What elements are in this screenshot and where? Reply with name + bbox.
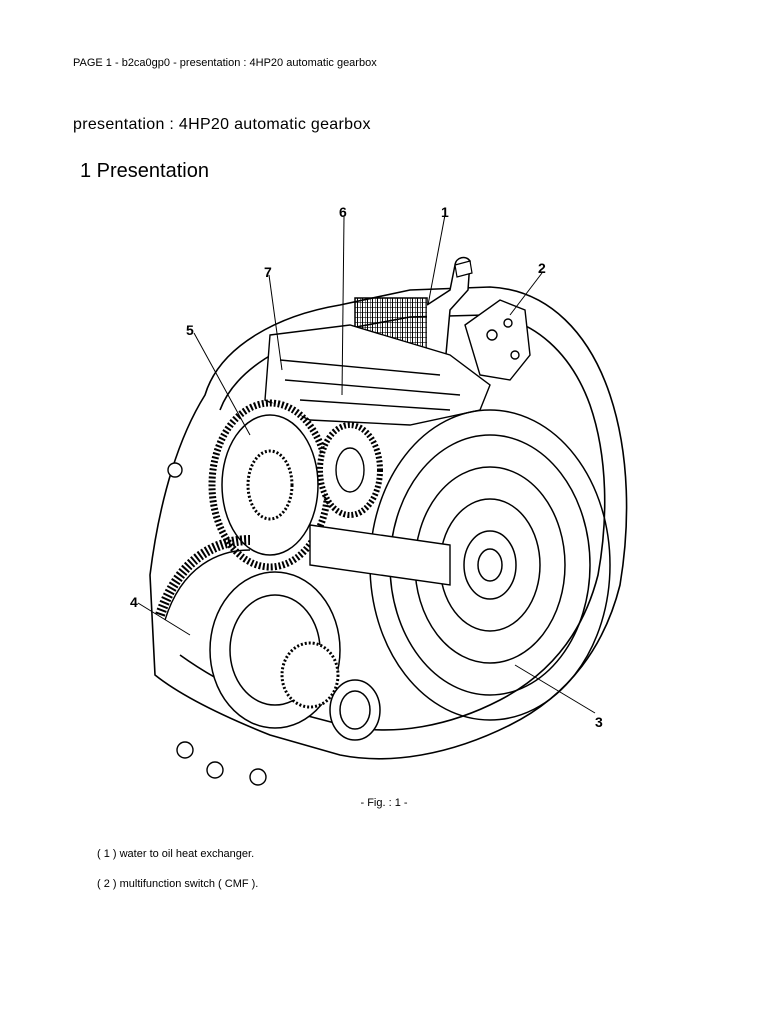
callout-4: 4 xyxy=(130,594,138,610)
callout-2: 2 xyxy=(538,260,546,276)
differential xyxy=(209,571,381,741)
callout-7: 7 xyxy=(264,264,272,280)
callout-6: 6 xyxy=(339,204,347,220)
intermediate-gear xyxy=(317,422,383,518)
figure-caption: - Fig. : 1 - xyxy=(360,797,408,809)
housing-bolts xyxy=(167,462,267,786)
callout-1: 1 xyxy=(441,204,449,220)
page-header: PAGE 1 - b2ca0gp0 - presentation : 4HP20… xyxy=(73,57,377,69)
callout-5: 5 xyxy=(186,322,194,338)
multifunction-switch xyxy=(464,299,531,381)
legend-item-2: ( 2 ) multifunction switch ( CMF ). xyxy=(97,878,259,890)
ring-gear xyxy=(208,399,332,571)
gearbox-cutaway-figure: 1 2 3 4 5 6 7 xyxy=(110,195,670,795)
legend-item-1: ( 1 ) water to oil heat exchanger. xyxy=(97,848,255,860)
input-shaft xyxy=(309,524,451,586)
callout-leaders xyxy=(137,214,596,714)
final-drive-gear xyxy=(155,535,251,621)
section-title: 1 Presentation xyxy=(80,160,209,182)
document-title: presentation : 4HP20 automatic gearbox xyxy=(73,116,371,133)
callout-3: 3 xyxy=(595,714,603,730)
torque-converter xyxy=(369,409,611,721)
